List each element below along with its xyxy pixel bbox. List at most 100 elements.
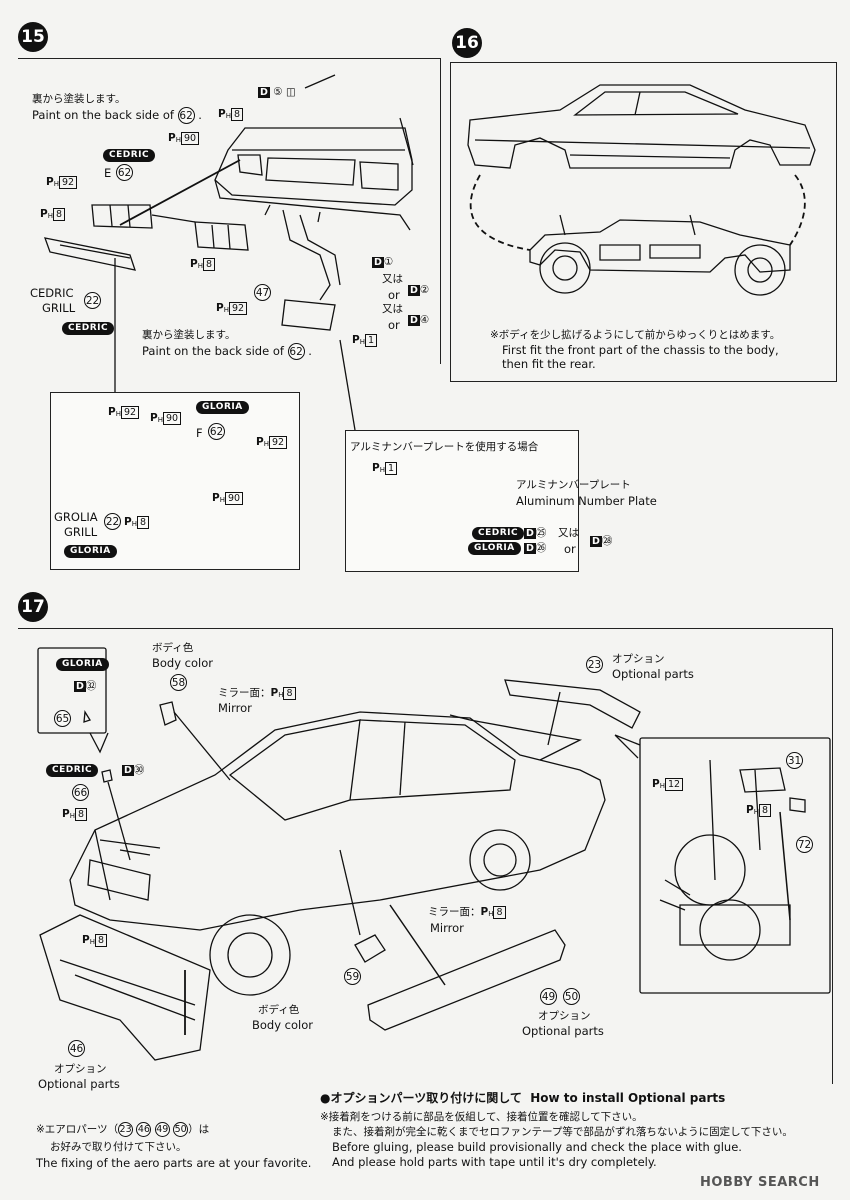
part-47: 47 [254,284,271,301]
step-16-number: 16 [452,28,482,58]
ph8-value: 8 [230,108,244,121]
d4-value: ④ [419,314,430,326]
aero-part-23: 23 [118,1122,134,1137]
f62-prefix: F [196,426,203,440]
aero-part-50: 50 [173,1122,189,1137]
step-15-number: 15 [18,22,48,52]
body-color-en-2: Body color [252,1018,314,1032]
ph90-gloria-value-2: 90 [224,492,244,505]
option-en-3: Optional parts [38,1077,120,1091]
ph90-gloria-value-1: 90 [162,412,182,425]
option-jp-1: オプション [612,653,665,665]
paint-note-en-2: Paint on the back side of 62 . [142,343,312,360]
gloria-badge-1: GLORIA [196,401,249,414]
front-spoiler [39,914,211,1061]
cedric-grill-l1: CEDRIC [30,286,74,300]
part-62-ref-2: 62 [287,343,305,360]
paint-note-en-1: Paint on the back side of 62 . [32,107,202,124]
d5-label: D ⑤ ◫ [258,86,296,98]
part-23: 23 [586,656,603,673]
ph1-value: 1 [364,334,378,347]
car-body-drawing [69,711,606,996]
mirror-en-1: Mirror [218,701,252,715]
ph92-gloria-value-1: 92 [120,406,140,419]
howto-title: ●オプションパーツ取り付けに関して How to install Optiona… [320,1091,725,1105]
side-skirt [367,929,566,1031]
option-jp-2: オプション [538,1010,591,1022]
mirror-face-jp-2: ミラー面： [428,906,481,918]
d25-value: ㉕ [535,527,547,539]
d30-value: ㉚ [133,764,145,776]
gloria-grill-l1: GROLIA [54,510,98,524]
gloria-badge-2: GLORIA [64,545,117,558]
d5-value: ⑤ [273,86,283,98]
step-17-frame [18,628,833,1084]
option-en-1: Optional parts [612,667,694,681]
mirror-ph8-1: 8 [283,687,296,700]
d32-value: ㉜ [85,680,97,692]
or-en-alum: or [564,542,576,556]
ph1-alum-value: 1 [384,462,398,475]
howto-jp-1: ※接着剤をつける前に部品を仮組して、接着位置を確認して下さい。 [320,1111,643,1123]
or-jp-alum: 又は [558,527,579,539]
step-16-frame [450,62,837,382]
part-46: 46 [68,1040,85,1057]
step-16-note-en-1: First fit the front part of the chassis … [502,343,779,357]
or-jp-2: 又は [382,303,403,315]
mirror-en-2: Mirror [430,921,464,935]
cedric-badge-17: CEDRIC [46,764,99,777]
mirror-face-jp-1: ミラー面： [218,687,271,699]
number-plate [281,299,336,331]
aero-note-jp-2: お好みで取り付けて下さい。 [50,1141,187,1153]
paint-note-en-1-text: Paint on the back side of [32,108,178,122]
ph90-value: 90 [180,132,200,145]
gloria-badge-alum: GLORIA [468,542,521,555]
aero-note-en: The fixing of the aero parts are at your… [36,1156,312,1170]
part-65: 65 [54,710,71,727]
step-16-note-jp: ※ボディを少し拡げるようにして前からゆっくりとはめます。 [490,329,781,341]
part-e62: 62 [116,164,133,181]
mirror-59 [354,934,386,963]
cedric-badge-2: CEDRIC [62,322,115,335]
body-color-en-1: Body color [152,656,214,670]
paint-note-en-2-text: Paint on the back side of [142,344,288,358]
body-shell-drawing [467,84,816,169]
gloria-subpanel [50,392,300,570]
d28-value: ㉘ [601,535,613,547]
part-62-ref: 62 [177,107,195,124]
car-rear-drawing [214,74,414,301]
ph92-gloria-value-2: 92 [268,436,288,449]
aero-part-49: 49 [154,1122,170,1137]
cedric-grill-l2: GRILL [42,301,76,315]
or-en-2: or [388,318,400,332]
rear-spoiler [504,679,641,729]
cedric-badge-alum: CEDRIC [472,527,525,540]
paint-note-jp-2: 裏から塗装します。 [142,329,236,341]
part-50: 50 [563,988,580,1005]
e62-prefix: E [104,166,112,180]
gloria-badge-17: GLORIA [56,658,109,671]
part-66: 66 [72,784,89,801]
part-59: 59 [344,968,361,985]
howto-en-1: Before gluing, please build provisionall… [332,1140,742,1154]
